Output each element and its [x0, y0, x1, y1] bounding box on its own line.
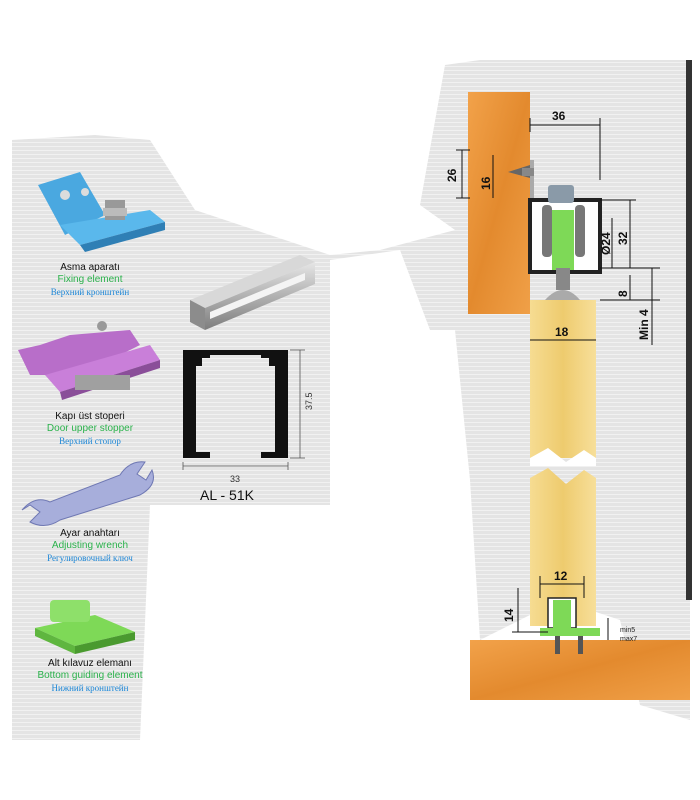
floor-screws-icon: [555, 636, 583, 654]
right-edge-bar: [686, 60, 692, 600]
part-name-en: Bottom guiding element: [37, 670, 143, 681]
rail-profile-drawing: [182, 349, 305, 470]
part-name-en: Door upper stopper: [46, 423, 134, 434]
part-name-tr: Asma aparatı: [60, 262, 120, 273]
mount-screw-icon: [508, 165, 534, 178]
dim-16: 16: [479, 176, 493, 190]
door-panel-upper: [530, 300, 596, 458]
dim-min4: Min 4: [637, 309, 651, 340]
dim-24: Ø24: [599, 232, 613, 255]
dim-14: 14: [502, 608, 516, 622]
part-label-bottom-guide: Alt kılavuz elemanı Bottom guiding eleme…: [5, 658, 175, 694]
dim-max7: max7: [620, 636, 637, 643]
profile-name: AL - 51K: [200, 487, 255, 503]
profile-width-label: 33: [230, 474, 240, 484]
part-name-en: Fixing element: [57, 274, 123, 285]
part-name-ru: Нижний кронштейн: [51, 683, 129, 693]
part-name-ru: Регулировочный ключ: [47, 553, 133, 563]
dim-36: 36: [552, 109, 566, 123]
part-name-tr: Ayar anahtarı: [60, 528, 120, 539]
part-name-tr: Kapı üst stoperi: [55, 411, 125, 422]
bottom-guide-pin: [553, 600, 571, 630]
dim-min5: min5: [620, 627, 635, 634]
rail-3d-icon: [190, 255, 315, 330]
part-label-door-stopper: Kapı üst stoperi Door upper stopper Верх…: [5, 411, 175, 447]
part-name-ru: Верхний стопор: [59, 436, 121, 446]
dimension-lines: [456, 118, 660, 640]
dim-8: 8: [616, 290, 630, 297]
wrench-icon: [21, 461, 154, 526]
bottom-guide-icon: [35, 600, 135, 654]
dim-32: 32: [616, 231, 630, 245]
part-label-wrench: Ayar anahtarı Adjusting wrench Регулиров…: [5, 528, 175, 564]
part-name-tr: Alt kılavuz elemanı: [48, 658, 132, 669]
fixing-element-icon: [38, 172, 165, 252]
dim-26: 26: [445, 168, 459, 182]
part-name-en: Adjusting wrench: [51, 540, 129, 551]
part-label-fixing-element: Asma aparatı Fixing element Верхний крон…: [5, 262, 175, 298]
dim-18: 18: [555, 325, 569, 339]
part-name-ru: Верхний кронштейн: [50, 287, 130, 297]
dim-12: 12: [554, 569, 568, 583]
ceiling-block: [468, 92, 530, 314]
door-panel-lower: [530, 468, 596, 626]
roller-carriage: [552, 210, 574, 270]
profile-height-label: 37.5: [304, 392, 314, 410]
door-stopper-icon: [18, 321, 160, 400]
